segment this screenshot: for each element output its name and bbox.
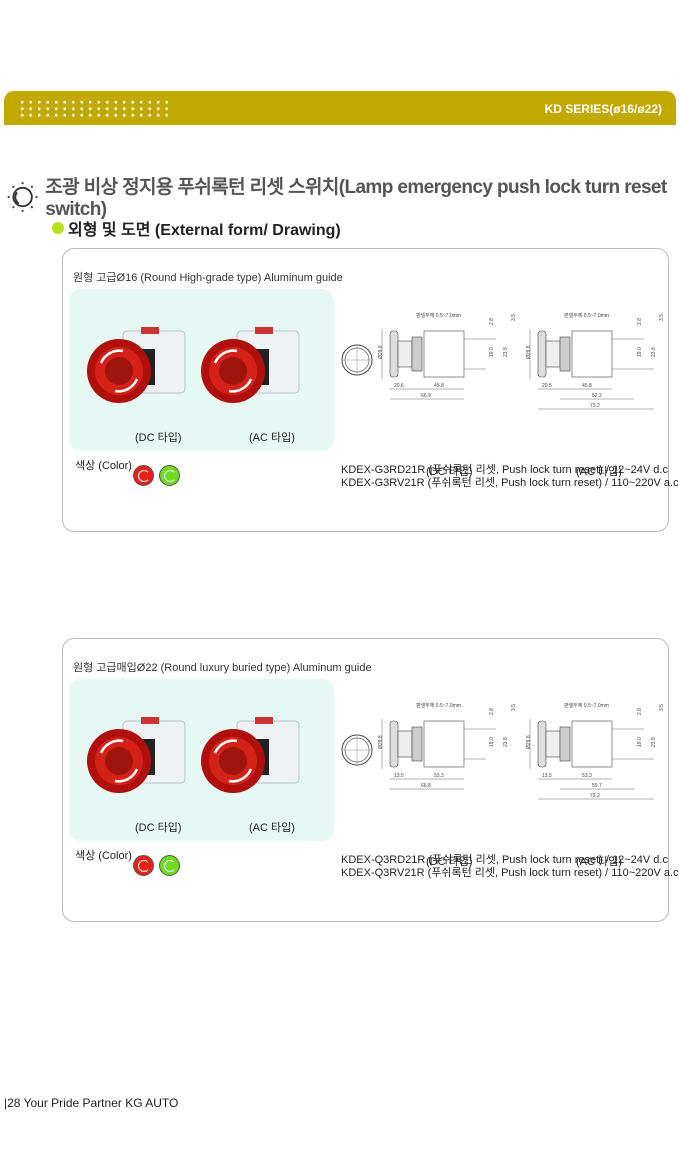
dim-h2: 3.5 — [659, 314, 665, 321]
ac-switch-image — [197, 709, 307, 809]
front-view-drawing — [341, 344, 373, 376]
model-spec-dc: KDEX-Q3RD21R (푸쉬록턴 리셋, Push lock turn re… — [341, 854, 668, 866]
dc-drawing: 판넬두께 0.5~7.0mm Ø29.8 19.0 23.8 2.8 3.5 2… — [376, 309, 526, 424]
dim-total: 66.8 — [421, 783, 431, 789]
dim-total: 73.2 — [590, 403, 600, 409]
dim-diameter: Ø29.8 — [526, 345, 532, 359]
dim-h1: 2.8 — [489, 318, 495, 325]
ac-drawing: 판넬두께 0.5~7.0mm Ø29.8 19.0 23.8 2.8 3.5 1… — [524, 699, 674, 814]
color-swatch-green — [159, 855, 180, 876]
dc-switch-image — [83, 709, 193, 809]
dim-a: 13.5 — [394, 773, 404, 779]
front-view-drawing — [341, 734, 373, 766]
bullet-icon — [52, 222, 64, 234]
dim-h4: 23.8 — [651, 737, 657, 747]
panel-thickness-label: 판넬두께 0.5~7.0mm — [416, 312, 461, 319]
dc-drawing: 판넬두께 0.5~7.0mm Ø29.8 19.0 23.8 2.8 3.5 1… — [376, 699, 526, 814]
model-spec-ac: KDEX-Q3RV21R (푸쉬록턴 리셋, Push lock turn re… — [341, 867, 679, 879]
dim-c: 59.7 — [592, 783, 602, 789]
section-heading-text: 외형 및 도면 (External form/ Drawing) — [68, 222, 341, 239]
color-label: 색상 (Color) — [75, 850, 132, 862]
panel-title: 원형 고급Ø16 (Round High-grade type) Aluminu… — [73, 272, 343, 284]
dc-caption: (DC 타입) — [135, 822, 182, 834]
dim-a: 13.5 — [542, 773, 552, 779]
page-title: 조광 비상 정지용 푸쉬록턴 리셋 스위치(Lamp emergency pus… — [6, 172, 680, 221]
model-spec-ac: KDEX-G3RV21R (푸쉬록턴 리셋, Push lock turn re… — [341, 477, 679, 489]
dim-total: 73.2 — [590, 793, 600, 799]
dim-h4: 23.8 — [503, 347, 509, 357]
dim-b: 53.3 — [582, 773, 592, 779]
dim-h2: 3.5 — [511, 314, 517, 321]
dim-h3: 19.0 — [489, 347, 495, 357]
color-label: 색상 (Color) — [75, 460, 132, 472]
panel-title: 원형 고급매입Ø22 (Round luxury buried type) Al… — [73, 662, 372, 674]
dot-pattern — [18, 99, 174, 119]
dc-switch-image — [83, 319, 193, 419]
switch-dial-icon — [7, 181, 38, 212]
ac-caption: (AC 타입) — [249, 822, 295, 834]
panel-thickness-label: 판넬두께 0.5~7.0mm — [564, 702, 609, 709]
dim-h4: 23.8 — [503, 737, 509, 747]
dim-diameter: Ø29.8 — [378, 345, 384, 359]
dim-a: 20.6 — [394, 383, 404, 389]
ac-caption: (AC 타입) — [249, 432, 295, 444]
panel-thickness-label: 판넬두께 0.5~7.0mm — [564, 312, 609, 319]
dim-h2: 3.5 — [659, 704, 665, 711]
product-panel-22: 원형 고급매입Ø22 (Round luxury buried type) Al… — [62, 638, 679, 922]
title-text: 조광 비상 정지용 푸쉬록턴 리셋 스위치(Lamp emergency pus… — [45, 177, 667, 220]
dim-b: 45.8 — [582, 383, 592, 389]
dim-total: 66.9 — [421, 393, 431, 399]
dim-h1: 2.8 — [489, 708, 495, 715]
color-swatch-red — [133, 465, 154, 486]
technical-drawings: 판넬두께 0.5~7.0mm Ø29.8 19.0 23.8 2.8 3.5 1… — [338, 689, 668, 868]
dim-b: 45.8 — [434, 383, 444, 389]
drawing-ac-caption: (AC 타입) — [576, 466, 622, 478]
color-swatch-red — [133, 855, 154, 876]
color-swatch-green — [159, 465, 180, 486]
dim-a: 20.5 — [542, 383, 552, 389]
drawing-dc-caption: (DC 타입) — [426, 856, 473, 868]
dc-caption: (DC 타입) — [135, 432, 182, 444]
product-photo-area: (DC 타입) (AC 타입) — [69, 679, 334, 841]
dim-h1: 2.8 — [637, 708, 643, 715]
dim-h1: 2.8 — [637, 318, 643, 325]
product-panel-16: 원형 고급Ø16 (Round High-grade type) Aluminu… — [62, 248, 679, 532]
model-spec-dc: KDEX-G3RD21R (푸쉬록턴 리셋, Push lock turn re… — [341, 464, 668, 476]
dim-c: 52.2 — [592, 393, 602, 399]
product-photo-area: (DC 타입) (AC 타입) — [69, 289, 334, 451]
drawing-dc-caption: (DC 타입) — [426, 466, 473, 478]
section-heading: 외형 및 도면 (External form/ Drawing) — [52, 216, 341, 240]
dim-h3: 19.0 — [637, 347, 643, 357]
dim-diameter: Ø29.8 — [378, 735, 384, 749]
ac-drawing: 판넬두께 0.5~7.0mm Ø29.8 19.0 23.8 2.8 3.5 2… — [524, 309, 674, 424]
drawing-ac-caption: (AC 타입) — [576, 856, 622, 868]
dim-h3: 19.0 — [489, 737, 495, 747]
dim-h3: 19.0 — [637, 737, 643, 747]
dim-h4: 23.8 — [651, 347, 657, 357]
panel-thickness-label: 판넬두께 0.5~7.0mm — [416, 702, 461, 709]
technical-drawings: 판넬두께 0.5~7.0mm Ø29.8 19.0 23.8 2.8 3.5 2… — [338, 299, 668, 478]
page-footer: |28 Your Pride Partner KG AUTO — [4, 1096, 179, 1110]
dim-h2: 3.5 — [511, 704, 517, 711]
header-bar: KD SERIES(ø16/ø22) — [4, 91, 676, 125]
series-label: KD SERIES(ø16/ø22) — [544, 102, 662, 116]
dim-b: 53.3 — [434, 773, 444, 779]
dim-diameter: Ø29.8 — [526, 735, 532, 749]
ac-switch-image — [197, 319, 307, 419]
